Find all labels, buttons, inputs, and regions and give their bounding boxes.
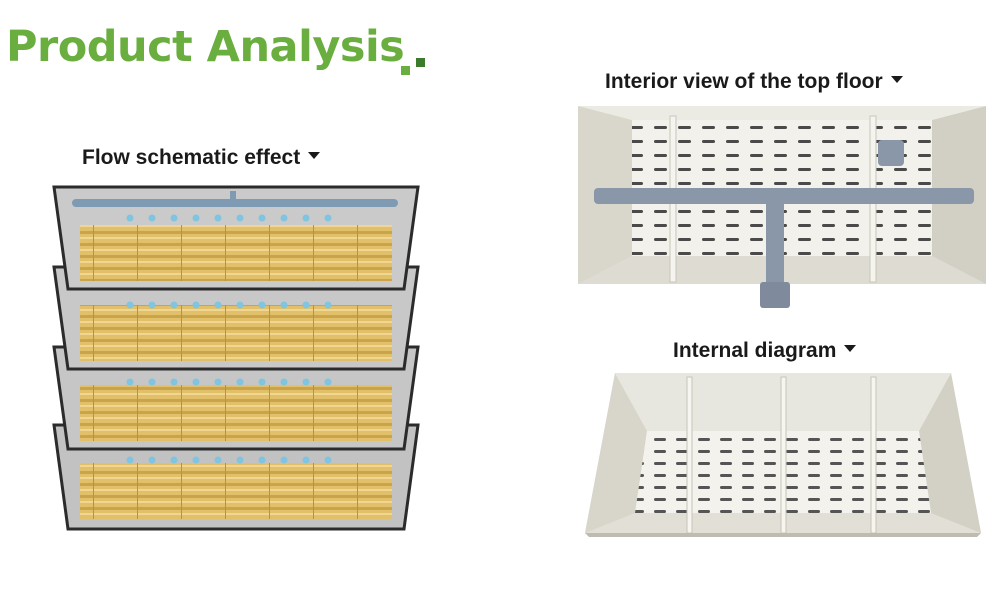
internal-diagram-image xyxy=(585,373,981,537)
dropdown-triangle-icon xyxy=(308,151,321,159)
flow-schematic-illustration xyxy=(52,185,420,531)
top-floor-interior-image xyxy=(578,106,986,308)
dropdown-triangle-icon xyxy=(844,344,857,352)
top-floor-caption: Interior view of the top floor xyxy=(605,71,903,92)
title-decoration-icon xyxy=(401,58,425,75)
tank-tier-1 xyxy=(52,185,420,291)
tank-tier-3 xyxy=(52,345,420,451)
tank-tier-4 xyxy=(52,423,420,531)
page-title: Product Analysis xyxy=(6,22,405,72)
water-drops xyxy=(126,214,332,464)
internal-diagram-caption: Internal diagram xyxy=(673,340,857,361)
tank-tier-2 xyxy=(52,265,420,371)
dropdown-triangle-icon xyxy=(890,75,903,83)
flow-schematic-caption: Flow schematic effect xyxy=(82,147,321,168)
